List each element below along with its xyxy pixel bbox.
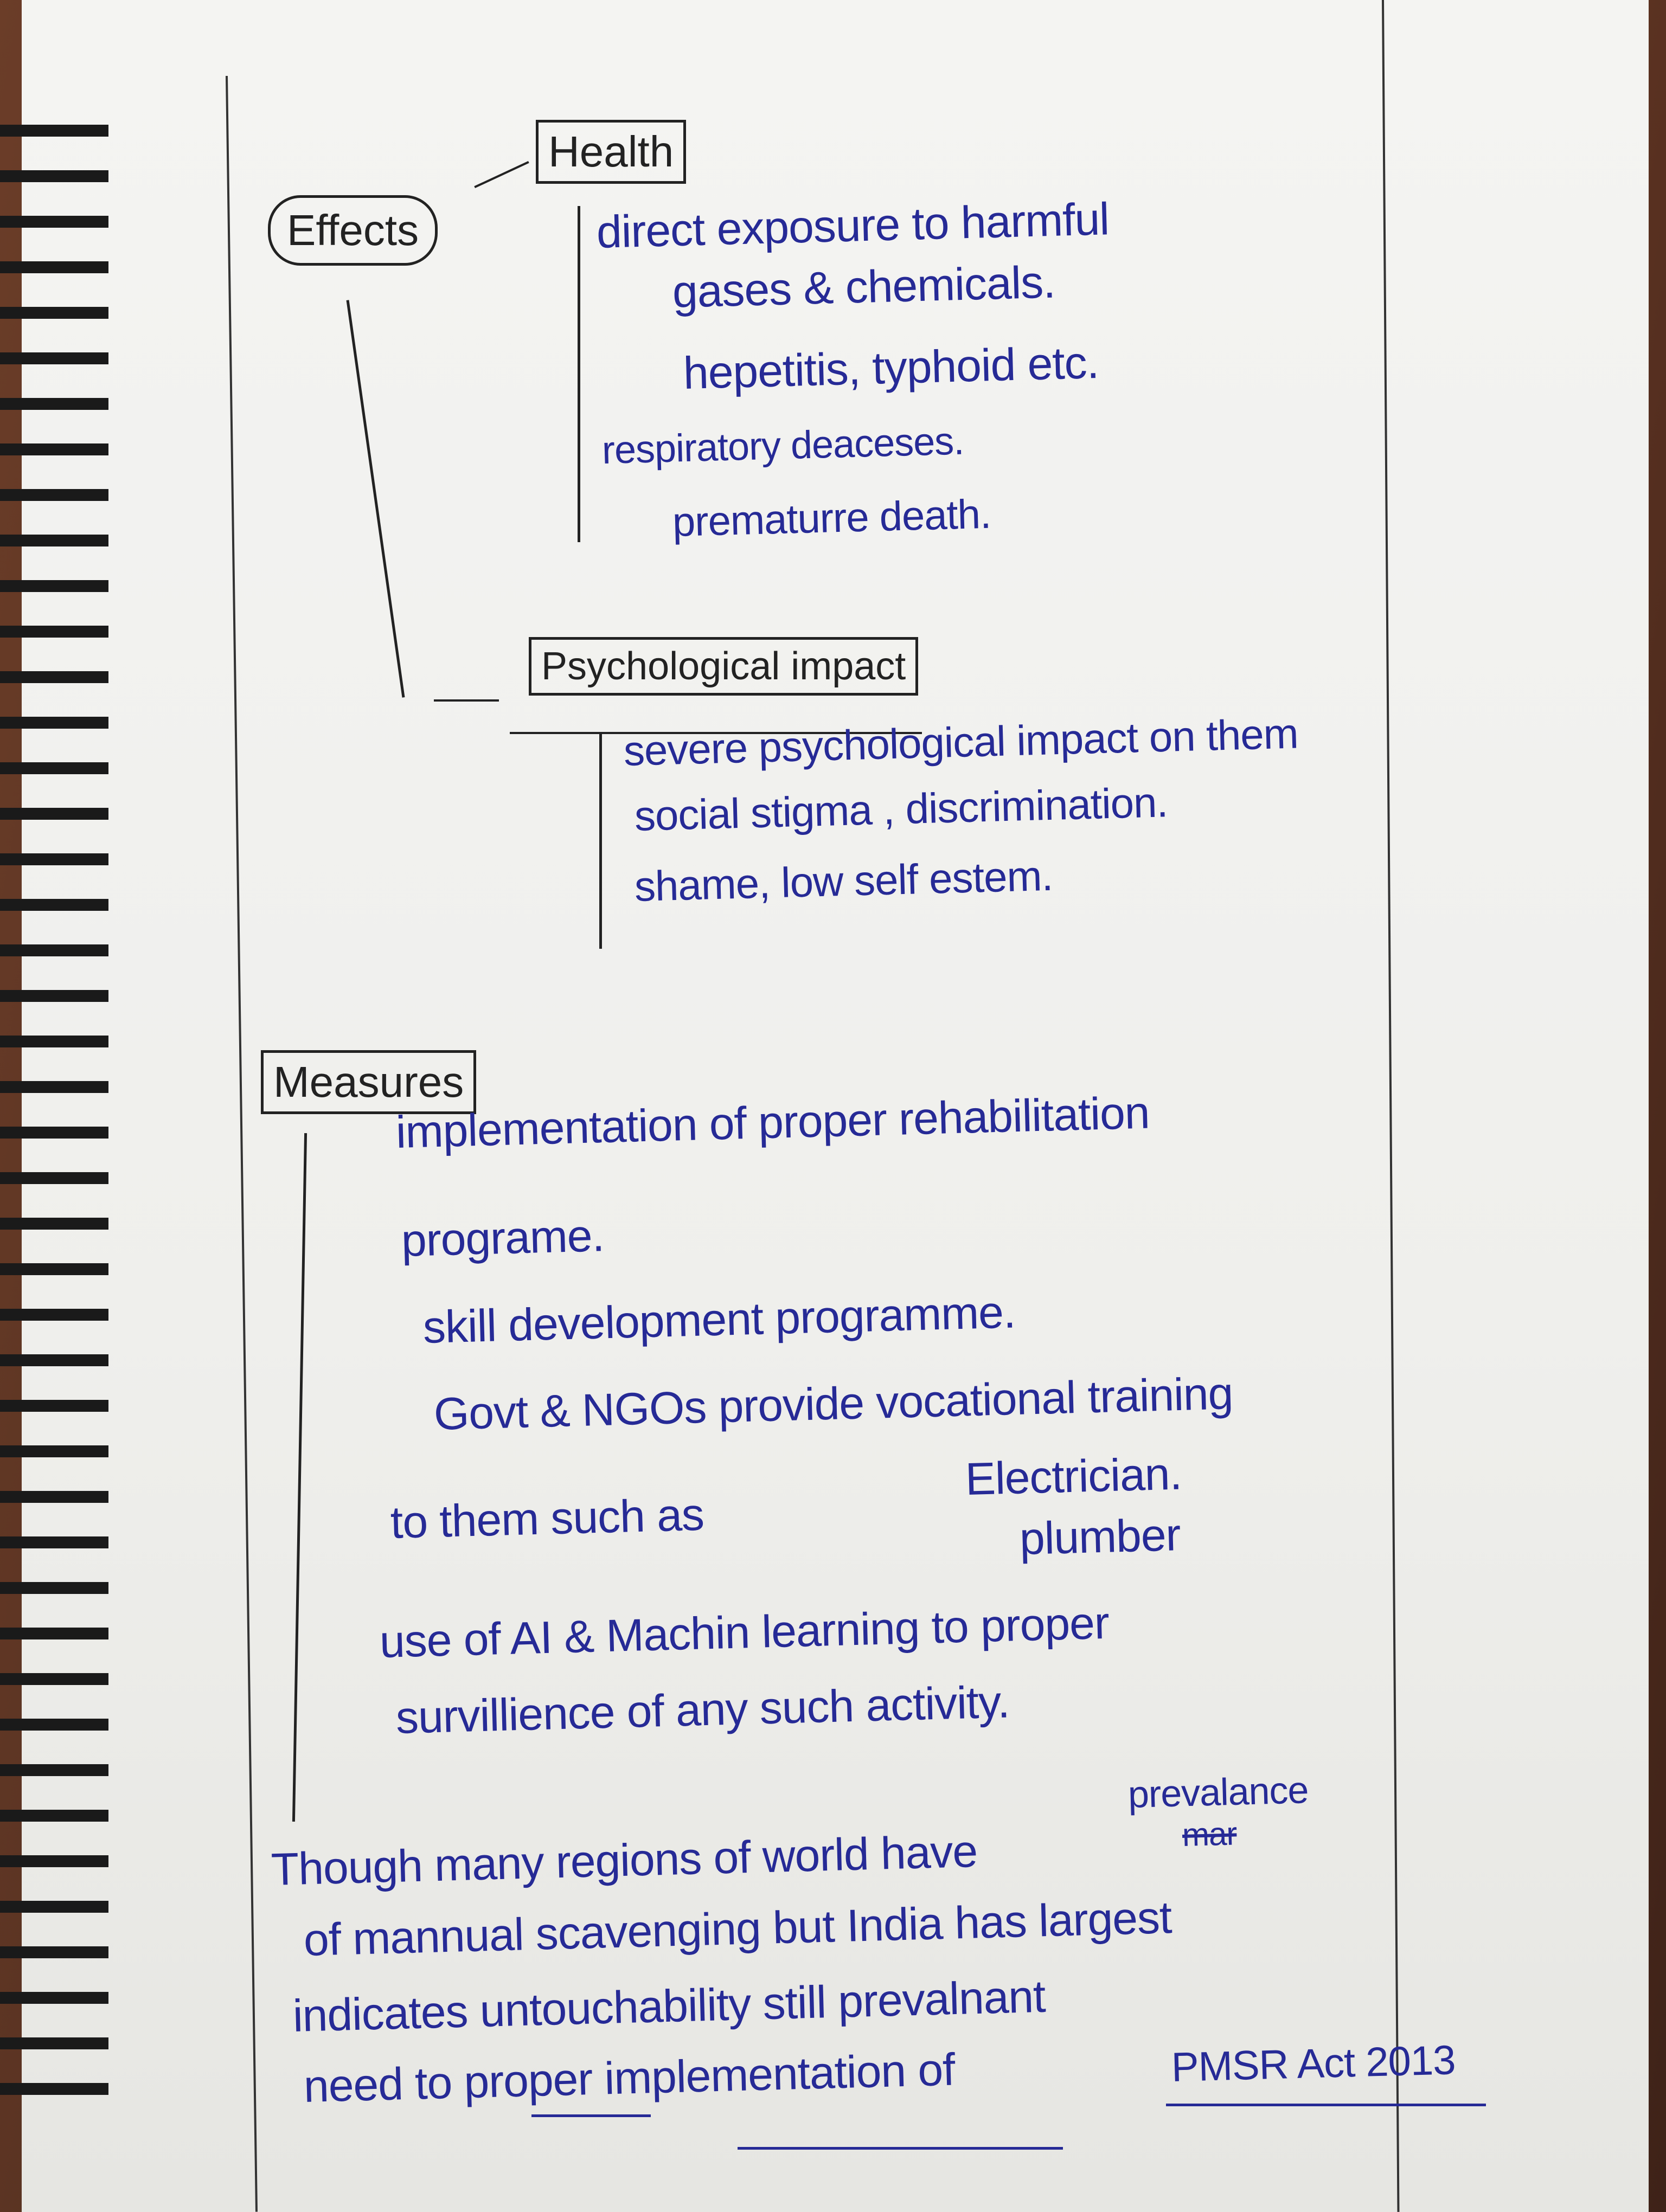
health-item: hepetitis, typhoid etc. — [682, 336, 1100, 398]
health-item: gases & chemicals. — [671, 256, 1056, 317]
measure-line: plumber — [1018, 1509, 1181, 1564]
health-item: prematurre death. — [671, 491, 992, 545]
underline — [738, 2147, 1063, 2150]
health-box: Health — [536, 120, 687, 184]
measure-line: Electrician. — [964, 1448, 1182, 1504]
psychological-impact-box: Psychological impact — [529, 637, 919, 696]
notebook-page — [22, 0, 1649, 2212]
struck-word: mar — [1182, 1815, 1238, 1853]
inserted-word: prevalance — [1127, 1769, 1309, 1816]
underline — [510, 732, 922, 734]
measure-line: to them such as — [389, 1488, 704, 1548]
effects-cloud-label: Effects — [268, 195, 438, 266]
underline — [1166, 2104, 1486, 2106]
pmsr-act: PMSR Act 2013 — [1170, 2037, 1456, 2091]
spiral-binding — [0, 108, 108, 2114]
measure-line: programe. — [400, 1210, 605, 1266]
health-item: respiratory deaceses. — [601, 419, 965, 472]
health-tree-line — [578, 206, 580, 542]
measures-box: Measures — [261, 1050, 477, 1114]
psych-tree-line — [599, 732, 602, 949]
underline — [531, 2114, 651, 2117]
arrow-to-psychological — [434, 699, 499, 702]
